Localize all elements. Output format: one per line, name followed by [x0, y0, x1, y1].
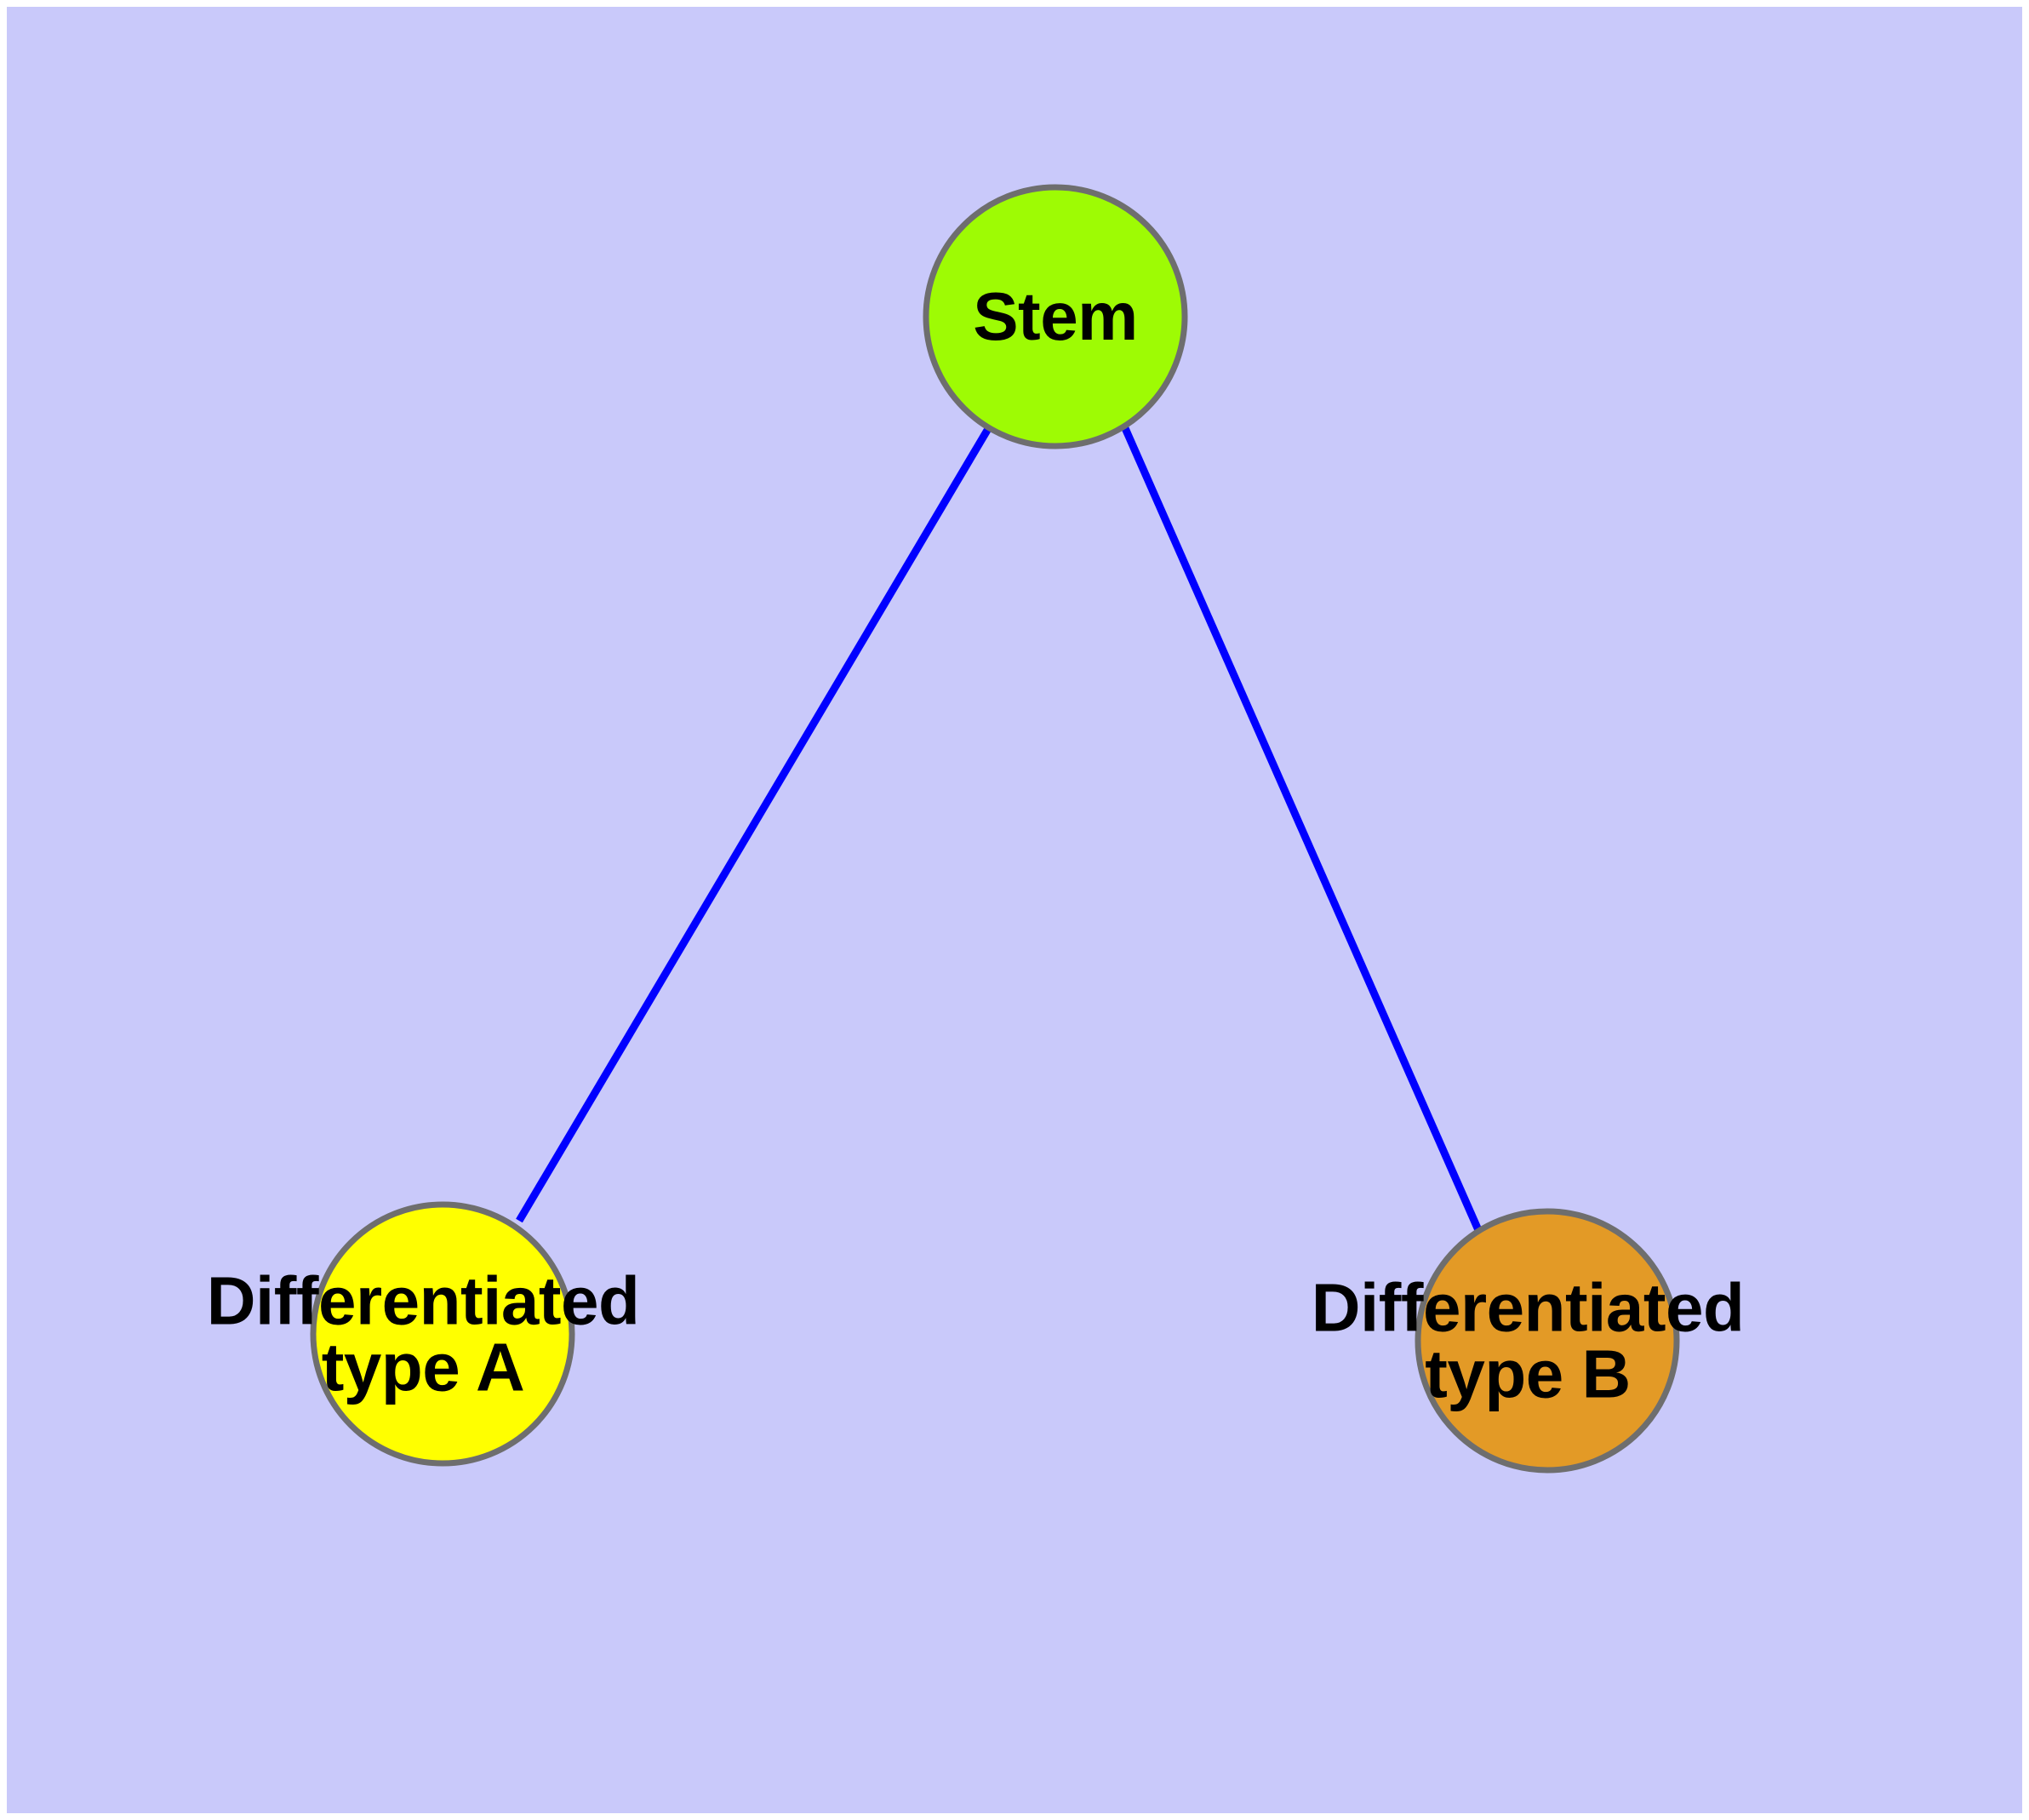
graph-edge	[1121, 426, 1483, 1232]
node-label-diff_a: Differentiated type A	[206, 1262, 640, 1405]
graph-edge	[516, 425, 992, 1223]
graph-node-stem[interactable]	[923, 184, 1188, 449]
graph-node-diff_a[interactable]	[310, 1201, 575, 1467]
graph-node-diff_b[interactable]	[1415, 1208, 1680, 1474]
edges-group	[516, 425, 1483, 1232]
nodes-group	[310, 184, 1680, 1474]
node-label-diff_b: Differentiated type B	[1311, 1269, 1745, 1411]
node-label-stem: Stem	[973, 278, 1138, 355]
